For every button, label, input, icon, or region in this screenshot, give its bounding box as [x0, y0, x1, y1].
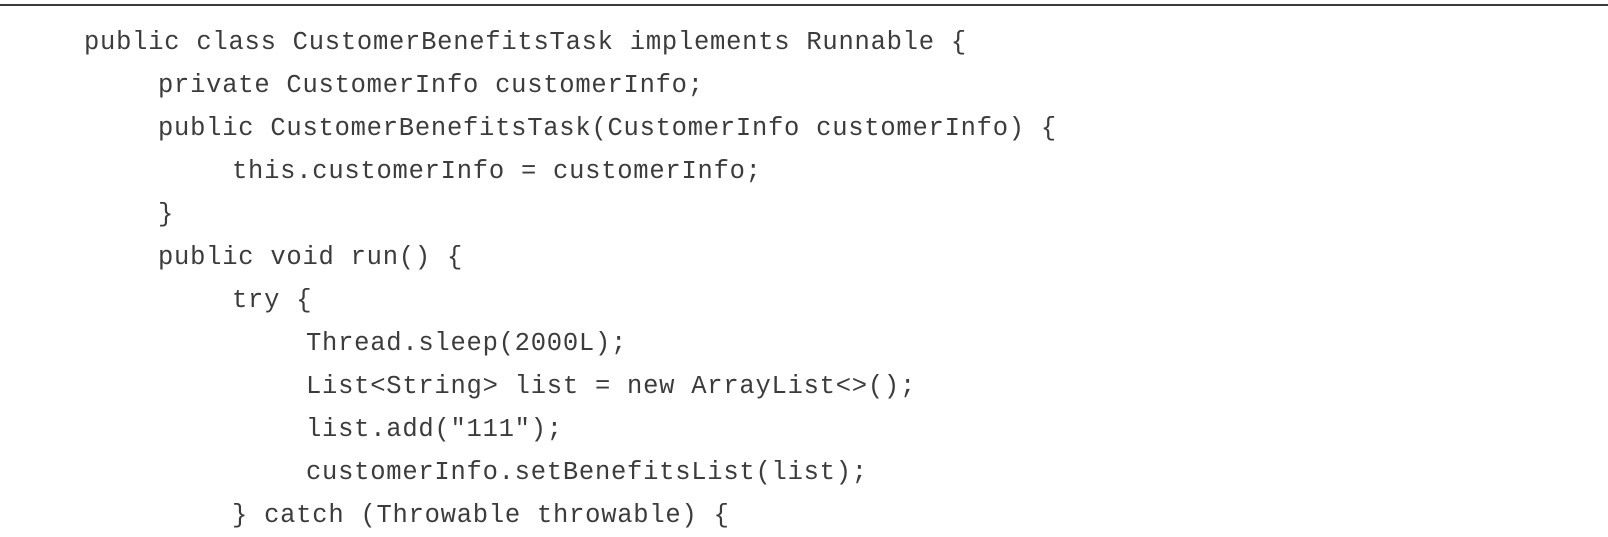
code-line-text: customerInfo.setBenefitsList(list); [306, 458, 868, 487]
code-line: private CustomerInfo customerInfo; [0, 64, 1608, 107]
code-line-text: public void run() { [158, 243, 463, 272]
code-line: list.add("111"); [0, 408, 1608, 451]
code-line: public CustomerBenefitsTask(CustomerInfo… [0, 107, 1608, 150]
code-line-text: try { [232, 286, 313, 315]
code-listing: public class CustomerBenefitsTask implem… [0, 21, 1608, 537]
code-line: } [0, 193, 1608, 236]
code-line: public class CustomerBenefitsTask implem… [0, 21, 1608, 64]
code-line-text: public CustomerBenefitsTask(CustomerInfo… [158, 114, 1057, 143]
code-line-text: list.add("111"); [306, 415, 563, 444]
code-line-text: } catch (Throwable throwable) { [232, 501, 730, 530]
code-line: customerInfo.setBenefitsList(list); [0, 451, 1608, 494]
code-line-text: List<String> list = new ArrayList<>(); [306, 372, 916, 401]
code-line: } catch (Throwable throwable) { [0, 494, 1608, 537]
code-line-text: this.customerInfo = customerInfo; [232, 157, 762, 186]
code-line: Thread.sleep(2000L); [0, 322, 1608, 365]
code-line-text: Thread.sleep(2000L); [306, 329, 628, 358]
code-line-text: private CustomerInfo customerInfo; [158, 71, 704, 100]
code-line: this.customerInfo = customerInfo; [0, 150, 1608, 193]
top-rule [0, 4, 1608, 6]
code-line-text: public class CustomerBenefitsTask implem… [84, 28, 967, 57]
code-line: try { [0, 279, 1608, 322]
code-line-text: } [158, 200, 175, 229]
code-line: List<String> list = new ArrayList<>(); [0, 365, 1608, 408]
code-line: public void run() { [0, 236, 1608, 279]
